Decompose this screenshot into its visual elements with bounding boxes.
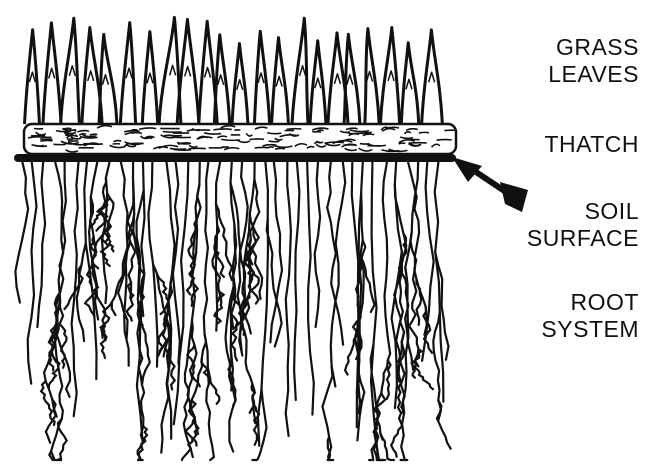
thatch-fiber xyxy=(419,132,429,133)
grass-blade-vein xyxy=(205,68,211,78)
thatch-label: THATCH xyxy=(544,131,639,158)
grass-blade-vein xyxy=(388,71,394,81)
grass-blade xyxy=(142,32,157,124)
root-strand xyxy=(148,162,157,367)
grass-blade-vein xyxy=(429,72,435,82)
grass-blade-vein xyxy=(258,73,264,83)
grass-blade-vein xyxy=(276,77,282,87)
root-strand xyxy=(383,162,390,353)
root-strand xyxy=(241,326,254,413)
grass-blade-vein xyxy=(147,73,153,83)
grass-blade-vein xyxy=(406,79,412,89)
grass-blade xyxy=(43,23,61,124)
thatch-fiber xyxy=(287,129,302,130)
grass-label-line1: GRASS xyxy=(548,34,639,61)
grass-blade-vein xyxy=(315,78,321,88)
grass-leaves-label: GRASS LEAVES xyxy=(548,34,639,88)
root-strand xyxy=(286,162,291,436)
thatch-fiber xyxy=(399,143,406,144)
grass-blade xyxy=(232,44,248,124)
root-strand xyxy=(28,162,37,384)
root-strand xyxy=(216,162,220,331)
soil-surface-arrow xyxy=(452,157,528,212)
root-strand xyxy=(206,368,214,460)
root-system xyxy=(15,162,450,460)
root-strand xyxy=(327,162,343,345)
root-strand xyxy=(204,162,209,385)
thatch-fiber xyxy=(269,141,280,142)
grass-blade-vein xyxy=(49,68,55,78)
root-strand xyxy=(307,162,314,415)
grass-blade-vein xyxy=(170,65,176,75)
thatch-layer xyxy=(24,124,457,154)
root-label-line1: ROOT xyxy=(541,289,639,316)
grass-blade-vein xyxy=(334,74,340,84)
soil-label-line2: SURFACE xyxy=(527,225,639,252)
grass-blade-vein xyxy=(102,75,108,85)
grass-blade-vein xyxy=(218,75,224,85)
root-strand xyxy=(315,162,320,327)
root-strand xyxy=(294,162,299,400)
grass-blade xyxy=(25,30,40,124)
soil-label-line1: SOIL xyxy=(527,198,639,225)
grass-blade-vein xyxy=(29,72,35,82)
root-strand xyxy=(216,204,232,280)
thatch-fiber xyxy=(132,132,139,133)
thatch-fiber xyxy=(56,131,71,132)
grass-blade-vein xyxy=(237,80,243,90)
grass-blade-vein xyxy=(126,68,132,78)
thatch-fiber xyxy=(409,143,427,144)
root-strand xyxy=(77,243,86,341)
thatch-fiber xyxy=(213,129,231,130)
root-strand xyxy=(173,162,180,364)
thatch-fiber xyxy=(163,132,182,133)
root-strand xyxy=(15,162,28,303)
root-strand xyxy=(37,162,45,327)
thatch-fiber xyxy=(249,139,264,140)
thatch-fiber xyxy=(40,140,52,141)
grass-blade xyxy=(310,41,326,124)
thatch-fiber xyxy=(129,143,144,144)
thatch-fiber xyxy=(267,133,281,134)
grass-blade xyxy=(422,30,443,124)
thatch-fiber xyxy=(360,144,370,145)
grass-blade-vein xyxy=(88,71,94,81)
root-label-line2: SYSTEM xyxy=(541,316,639,343)
grass-leaves xyxy=(25,17,443,124)
root-strand xyxy=(187,162,200,365)
grass-blade-vein xyxy=(69,66,75,76)
soil-surface-label: SOIL SURFACE xyxy=(527,198,639,252)
root-system-label: ROOT SYSTEM xyxy=(541,289,639,343)
thatch-fiber xyxy=(437,140,452,141)
thatch-label-line1: THATCH xyxy=(544,131,639,158)
grass-label-line2: LEAVES xyxy=(548,61,639,88)
grass-blade-vein xyxy=(185,66,191,76)
thatch-fiber xyxy=(275,148,285,149)
grass-blade-vein xyxy=(347,75,353,85)
grass-blade xyxy=(365,29,379,124)
root-strand xyxy=(437,400,451,449)
thatch-fiber xyxy=(189,148,206,149)
grass-blade xyxy=(292,18,308,124)
grass-blade-vein xyxy=(300,66,306,76)
thatch-fiber xyxy=(174,150,191,151)
root-strand xyxy=(412,361,434,390)
